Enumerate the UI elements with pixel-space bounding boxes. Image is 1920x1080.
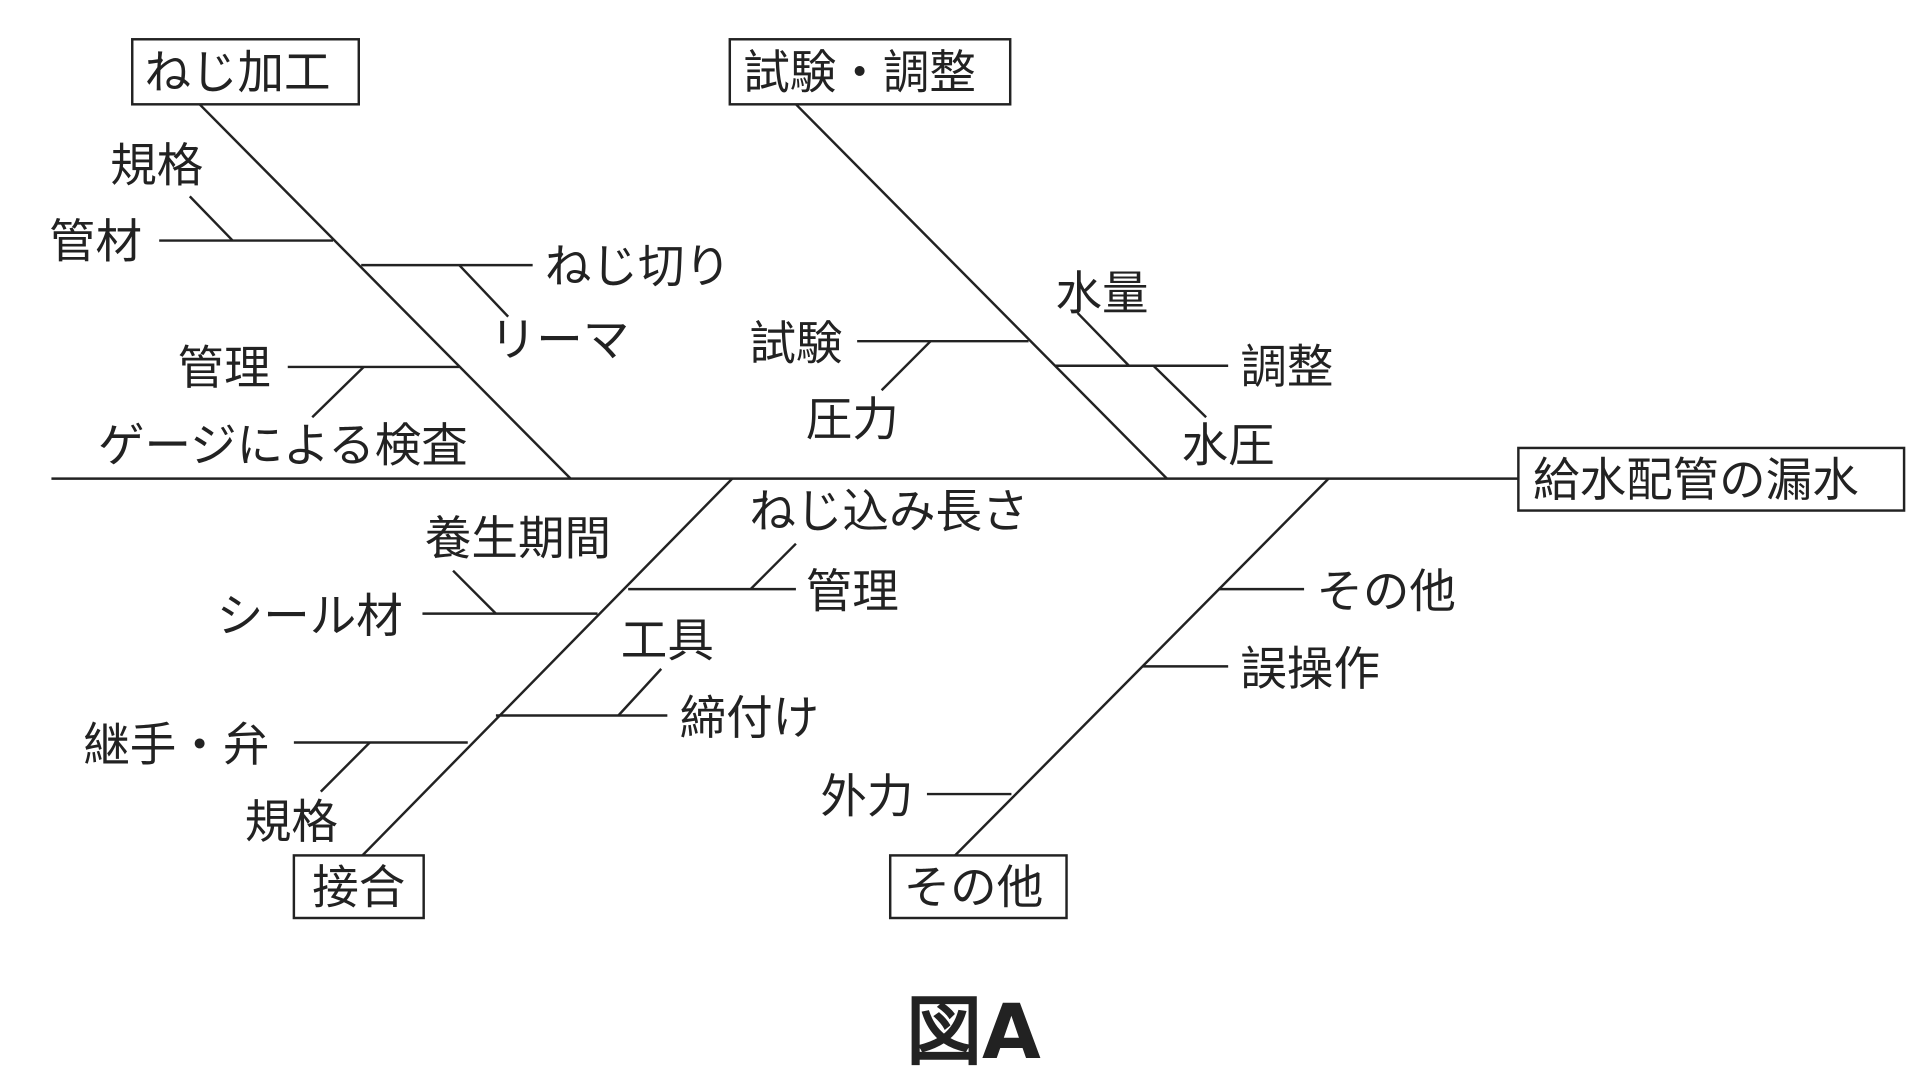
sub-branch	[319, 741, 371, 793]
cause-label: 工具	[621, 614, 714, 668]
cause-label: 継手・弁	[83, 718, 269, 772]
cause-label: 締付け	[680, 691, 820, 745]
category-label-testing: 試験・調整	[743, 45, 976, 99]
cause-label: 養生期間	[425, 512, 611, 566]
category-label-other: その他	[904, 860, 1044, 914]
cause-label: 誤操作	[1240, 642, 1380, 696]
cause-label: 管材	[49, 215, 142, 269]
sub-branch	[749, 542, 797, 590]
sub-branch	[188, 195, 234, 242]
bone-threading	[198, 103, 572, 480]
category-label-threading: ねじ加工	[144, 45, 330, 99]
cause-label: リーマ	[490, 313, 630, 367]
category-label-joining: 接合	[312, 860, 405, 914]
category-box-threading	[131, 38, 360, 106]
sub-branch	[880, 340, 932, 392]
sub-branch	[1152, 364, 1207, 419]
sub-branch	[452, 569, 497, 615]
cause-label: ねじ込み長さ	[749, 485, 1028, 539]
cause-label: 規格	[245, 795, 338, 849]
bone-testing	[795, 103, 1168, 480]
cause-label: 水圧	[1182, 418, 1275, 472]
bone-joining	[361, 477, 734, 857]
sub-branch	[1076, 312, 1130, 367]
sub-branch	[458, 264, 510, 318]
sub-branch	[311, 366, 365, 419]
cause-label: 管理	[178, 341, 271, 395]
cause-label: 外力	[820, 769, 913, 823]
cause-label: シール材	[217, 589, 403, 643]
cause-label: ゲージによる検査	[98, 418, 468, 472]
effect-box	[1517, 446, 1906, 512]
figure-caption: 図A	[906, 987, 1041, 1076]
cause-label: ねじ切り	[545, 239, 731, 293]
effect-label: 給水配管の漏水	[1533, 453, 1859, 507]
cause-label: 調整	[1240, 340, 1333, 394]
cause-label: 試験	[749, 317, 842, 371]
cause-label: 圧力	[806, 393, 899, 447]
bone-other	[954, 477, 1330, 857]
category-box-joining	[292, 854, 425, 920]
sub-branch	[617, 668, 663, 717]
category-box-other	[888, 854, 1068, 920]
category-box-testing	[728, 38, 1012, 106]
cause-label: その他	[1316, 564, 1456, 618]
cause-label: 管理	[806, 564, 899, 618]
cause-label: 水量	[1056, 266, 1149, 320]
cause-label: 規格	[110, 139, 203, 193]
